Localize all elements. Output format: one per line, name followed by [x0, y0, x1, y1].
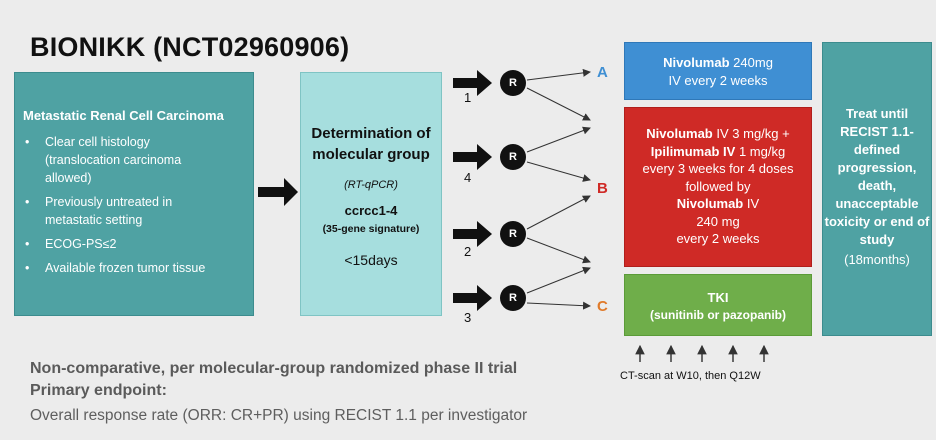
group-number: 1 — [464, 90, 472, 105]
arm-b-schedule-2: every 2 weeks — [676, 231, 760, 246]
rand-arrow-3 — [453, 285, 492, 311]
arm-letter-c: C — [597, 298, 608, 315]
arm-b-dose-1: IV 3 mg/kg + — [716, 126, 790, 141]
rand-arrow-4 — [453, 144, 492, 170]
treatment-text: Treat until RECIST 1.1-defined progressi… — [824, 106, 930, 247]
molecular-timing: <15days — [344, 252, 398, 268]
randomization-circle: R — [500, 285, 526, 311]
group-number: 3 — [464, 310, 472, 325]
ct-scan-label: CT-scan at W10, then Q12W — [620, 370, 761, 382]
group-number: 4 — [464, 170, 472, 185]
arm-a-schedule: IV every 2 weeks — [668, 72, 768, 88]
molecular-signature: (35-gene signature) — [322, 223, 420, 235]
arm-b-route: IV — [746, 196, 760, 211]
molecular-group-box: Determination of molecular group (RT-qPC… — [300, 72, 442, 316]
allocation-lines — [526, 68, 591, 310]
endpoint-label: Primary endpoint: — [30, 382, 167, 399]
arm-b-drug-2: Ipilimumab IV — [650, 143, 736, 159]
arm-a-box: Nivolumab 240mg IV every 2 weeks — [624, 42, 812, 100]
arm-letter-b: B — [597, 180, 608, 197]
eligibility-list: Clear cell histology (translocation carc… — [23, 133, 215, 283]
treatment-duration: (18months) — [844, 252, 910, 267]
eligibility-item: ECOG-PS≤2 — [23, 235, 215, 253]
randomization-circle: R — [500, 144, 526, 170]
arm-c-box: TKI (sunitinib or pazopanib) — [624, 274, 812, 336]
eligibility-item: Clear cell histology (translocation carc… — [23, 133, 215, 187]
arm-b-followed: followed by — [685, 178, 751, 194]
ct-scan-arrows — [635, 344, 769, 362]
arm-a-drug: Nivolumab — [663, 55, 730, 70]
arm-letter-a: A — [597, 64, 608, 81]
main-arrow — [258, 178, 298, 206]
arm-b-box: Nivolumab IV 3 mg/kg + Ipilimumab IV 1 m… — [624, 107, 812, 267]
slide-title: BIONIKK (NCT02960906) — [30, 32, 350, 62]
arm-b-drug-3: Nivolumab — [676, 196, 744, 211]
arm-b-drug-1: Nivolumab — [646, 126, 713, 141]
eligibility-heading: Metastatic Renal Cell Carcinoma — [23, 108, 224, 123]
randomization-circle: R — [500, 221, 526, 247]
eligibility-item: Previously untreated in metastatic setti… — [23, 193, 215, 229]
arm-b-dose-3: 240 mg — [696, 213, 740, 229]
randomization-circle: R — [500, 70, 526, 96]
rand-arrow-2 — [453, 221, 492, 247]
eligibility-box: Metastatic Renal Cell Carcinoma Clear ce… — [14, 72, 254, 316]
endpoint-text: Overall response rate (ORR: CR+PR) using… — [30, 407, 528, 424]
eligibility-item: Available frozen tumor tissue — [23, 259, 215, 277]
arm-b-schedule: every 3 weeks for 4 doses — [642, 161, 794, 176]
arm-c-detail: (sunitinib or pazopanib) — [650, 307, 786, 322]
rand-arrow-1 — [453, 70, 492, 96]
trial-design: Non-comparative, per molecular-group ran… — [30, 360, 518, 377]
arm-b-dose-2: 1 mg/kg — [738, 143, 786, 159]
molecular-heading: Determination of molecular group — [311, 125, 431, 163]
arm-c-drug: TKI — [707, 290, 729, 305]
group-number: 2 — [464, 244, 472, 259]
molecular-method: (RT-qPCR) — [344, 179, 398, 191]
treatment-box: Treat until RECIST 1.1-defined progressi… — [822, 42, 932, 336]
arm-a-dose: 240mg — [733, 55, 773, 70]
molecular-classification: ccrcc1-4 — [344, 203, 398, 218]
